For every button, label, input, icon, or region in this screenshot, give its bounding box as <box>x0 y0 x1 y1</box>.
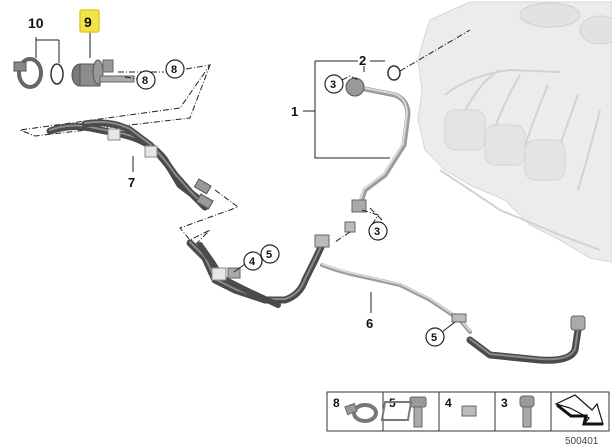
callout-5b[interactable]: 5 <box>425 327 445 347</box>
legend-item-8[interactable]: 8 <box>333 396 378 423</box>
callout-5a[interactable]: 5 <box>260 244 280 264</box>
svg-text:3: 3 <box>374 226 380 238</box>
engine-block <box>417 1 612 263</box>
arrow-icon <box>554 394 604 426</box>
svg-text:4: 4 <box>249 256 256 268</box>
callout-3a[interactable]: 3 <box>324 74 344 94</box>
highlight-box-part-9 <box>79 9 100 33</box>
label-part-2[interactable]: 2 <box>359 53 366 68</box>
svg-text:8: 8 <box>171 64 177 76</box>
part-10-clamp <box>13 57 64 89</box>
leaders-top-left <box>18 32 212 137</box>
callout-4[interactable]: 4 <box>243 251 263 271</box>
hex-bolt-icon <box>409 396 427 428</box>
diagram-id-label: 500401 <box>565 436 599 447</box>
legend-item-4[interactable]: 4 <box>380 396 477 421</box>
lower-hoses <box>186 234 586 364</box>
part-1-pipe <box>334 29 471 243</box>
callout-8b[interactable]: 8 <box>136 70 156 90</box>
legend-item-3[interactable]: 3 <box>501 395 535 428</box>
svg-text:5: 5 <box>266 249 272 261</box>
callout-8a[interactable]: 8 <box>165 59 185 79</box>
part-7-hoses <box>46 119 240 246</box>
label-part-1[interactable]: 1 <box>291 104 298 119</box>
leader-5b <box>441 321 456 333</box>
leader-4 <box>233 263 246 273</box>
socket-screw-icon <box>519 395 535 428</box>
svg-text:4: 4 <box>445 396 452 410</box>
part-9-valve <box>71 59 135 87</box>
label-part-10[interactable]: 10 <box>28 15 44 31</box>
svg-text:5: 5 <box>431 332 437 344</box>
svg-text:3: 3 <box>501 396 508 410</box>
label-part-6[interactable]: 6 <box>366 316 373 331</box>
legend-item-arrow[interactable] <box>554 394 604 426</box>
label-part-9[interactable]: 9 <box>84 14 92 30</box>
svg-text:3: 3 <box>330 79 336 91</box>
label-part-7[interactable]: 7 <box>128 175 135 190</box>
svg-text:8: 8 <box>333 396 340 410</box>
clip-nut-icon <box>380 401 477 421</box>
callout-3b[interactable]: 3 <box>368 221 388 241</box>
hose-clamp-icon <box>344 402 378 423</box>
svg-text:8: 8 <box>142 75 148 87</box>
